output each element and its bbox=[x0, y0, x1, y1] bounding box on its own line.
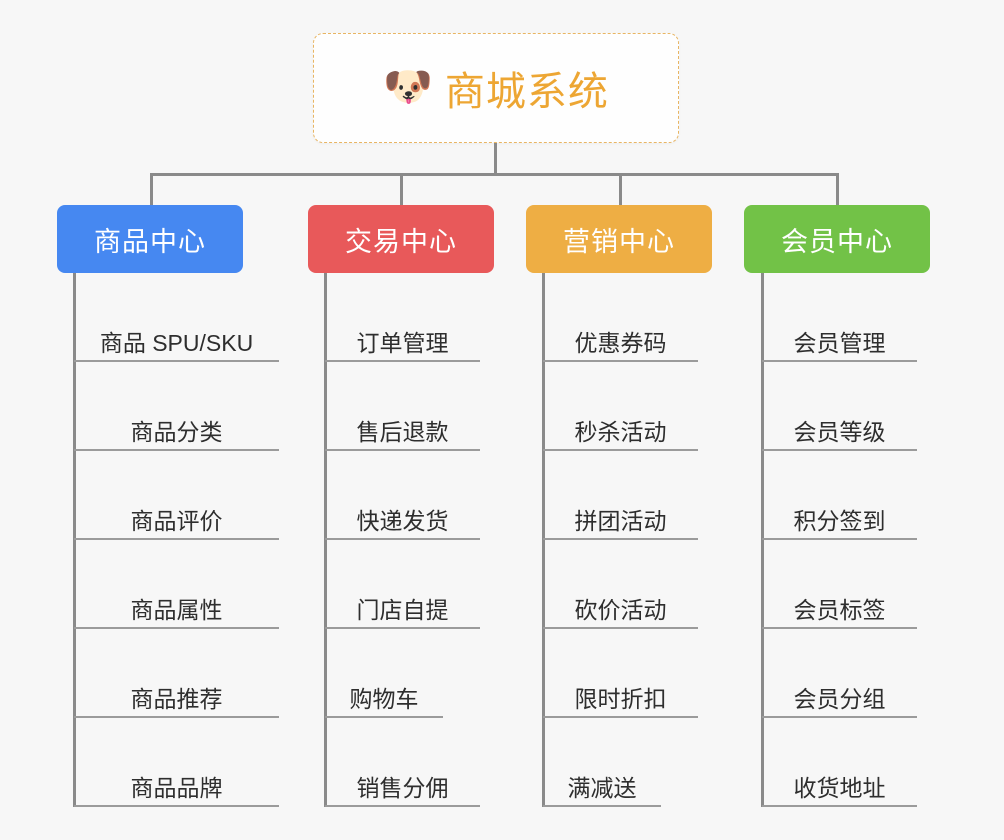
root-node[interactable]: 🐶 商城系统 bbox=[313, 33, 679, 143]
leaf-item[interactable]: 购物车 bbox=[325, 629, 443, 718]
leaf-item[interactable]: 商品属性 bbox=[74, 540, 279, 629]
leaf-item[interactable]: 拼团活动 bbox=[543, 451, 698, 540]
leaf-item-label: 商品推荐 bbox=[130, 685, 223, 712]
leaf-item[interactable]: 快递发货 bbox=[325, 451, 480, 540]
root-node-title: 商城系统 bbox=[444, 70, 609, 114]
connector-drop-3 bbox=[619, 173, 622, 207]
leaf-item-label: 商品属性 bbox=[130, 596, 223, 623]
dog-face-icon: 🐶 bbox=[383, 65, 433, 109]
leaf-item-label: 会员分组 bbox=[793, 685, 886, 712]
leaf-item[interactable]: 售后退款 bbox=[325, 362, 480, 451]
leaf-item[interactable]: 砍价活动 bbox=[543, 540, 698, 629]
leaf-item[interactable]: 会员标签 bbox=[762, 540, 917, 629]
leaf-item-label: 购物车 bbox=[349, 685, 419, 712]
connector-drop-2 bbox=[400, 173, 403, 207]
connector-horizontal-bus bbox=[150, 173, 838, 176]
leaf-item-label: 砍价活动 bbox=[574, 596, 667, 623]
category-header-1[interactable]: 商品中心 bbox=[57, 205, 243, 273]
category-header-3[interactable]: 营销中心 bbox=[526, 205, 712, 273]
leaf-item[interactable]: 限时折扣 bbox=[543, 629, 698, 718]
leaf-item[interactable]: 收货地址 bbox=[762, 718, 917, 807]
leaf-item-label: 销售分佣 bbox=[356, 774, 449, 801]
leaf-trunk-line bbox=[324, 273, 327, 807]
leaf-item-label: 会员标签 bbox=[793, 596, 886, 623]
leaf-item-label: 拼团活动 bbox=[574, 507, 667, 534]
leaf-item[interactable]: 订单管理 bbox=[325, 273, 480, 362]
category-header-label: 会员中心 bbox=[781, 226, 893, 257]
category-header-label: 商品中心 bbox=[94, 226, 206, 257]
category-header-label: 交易中心 bbox=[345, 226, 457, 257]
leaf-item-label: 商品品牌 bbox=[130, 774, 223, 801]
leaf-item[interactable]: 满减送 bbox=[543, 718, 661, 807]
leaf-item[interactable]: 销售分佣 bbox=[325, 718, 480, 807]
leaf-item[interactable]: 门店自提 bbox=[325, 540, 480, 629]
leaf-item[interactable]: 会员管理 bbox=[762, 273, 917, 362]
leaf-item-label: 快递发货 bbox=[356, 507, 449, 534]
leaf-item-label: 限时折扣 bbox=[574, 685, 667, 712]
leaf-item-label: 收货地址 bbox=[793, 774, 886, 801]
leaf-item[interactable]: 商品 SPU/SKU bbox=[74, 273, 279, 362]
leaf-item-label: 门店自提 bbox=[356, 596, 449, 623]
leaf-item[interactable]: 会员等级 bbox=[762, 362, 917, 451]
leaf-item-label: 商品 SPU/SKU bbox=[99, 329, 254, 356]
leaf-item-label: 售后退款 bbox=[356, 418, 449, 445]
leaf-item-label: 会员等级 bbox=[793, 418, 886, 445]
connector-root-stem bbox=[494, 143, 497, 175]
leaf-item[interactable]: 商品推荐 bbox=[74, 629, 279, 718]
connector-drop-1 bbox=[150, 173, 153, 207]
leaf-trunk-line bbox=[73, 273, 76, 807]
category-header-label: 营销中心 bbox=[563, 226, 675, 257]
leaf-item[interactable]: 优惠券码 bbox=[543, 273, 698, 362]
leaf-item-label: 满减送 bbox=[567, 774, 637, 801]
category-header-2[interactable]: 交易中心 bbox=[308, 205, 494, 273]
leaf-item-label: 商品分类 bbox=[130, 418, 223, 445]
leaf-item[interactable]: 商品分类 bbox=[74, 362, 279, 451]
leaf-item-label: 积分签到 bbox=[793, 507, 886, 534]
leaf-trunk-line bbox=[761, 273, 764, 807]
leaf-trunk-line bbox=[542, 273, 545, 807]
leaf-item[interactable]: 秒杀活动 bbox=[543, 362, 698, 451]
leaf-item[interactable]: 商品评价 bbox=[74, 451, 279, 540]
category-header-4[interactable]: 会员中心 bbox=[744, 205, 930, 273]
leaf-item[interactable]: 会员分组 bbox=[762, 629, 917, 718]
leaf-item-label: 商品评价 bbox=[130, 507, 223, 534]
leaf-item-label: 订单管理 bbox=[356, 329, 449, 356]
leaf-item-label: 会员管理 bbox=[793, 329, 886, 356]
leaf-item-label: 秒杀活动 bbox=[574, 418, 667, 445]
leaf-item[interactable]: 积分签到 bbox=[762, 451, 917, 540]
connector-drop-4 bbox=[836, 173, 839, 207]
leaf-item-label: 优惠券码 bbox=[574, 329, 667, 356]
leaf-item[interactable]: 商品品牌 bbox=[74, 718, 279, 807]
